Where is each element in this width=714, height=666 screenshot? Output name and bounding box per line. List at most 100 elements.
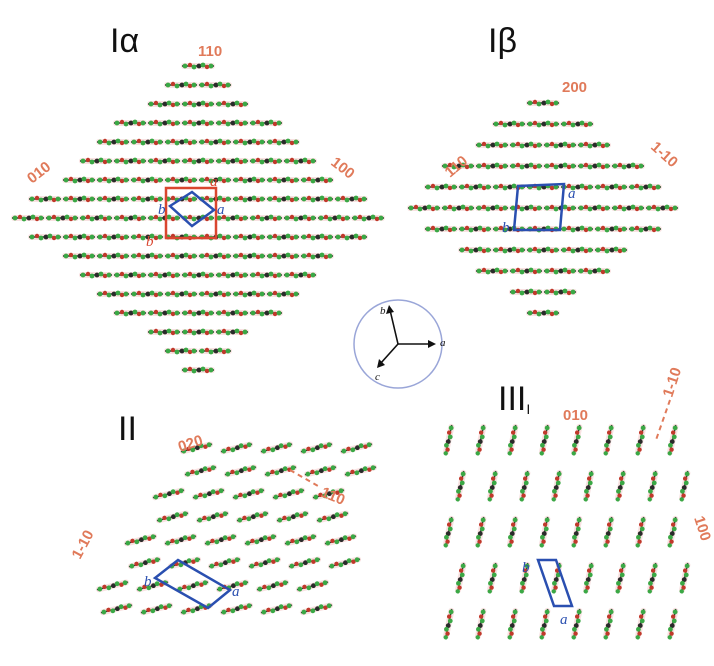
chain-molecule [508,203,544,213]
panel-ialpha: Iα 110 010 100 b a a b [10,22,386,375]
ibeta-chain-lattice [406,98,680,318]
chain-molecule [537,422,553,457]
chain-molecule [78,213,114,223]
chain-molecule [163,175,199,185]
chain-molecule [265,232,301,242]
axis-c-label: c [375,371,380,383]
chain-molecule [644,203,680,213]
axis-c-arrow-icon [377,359,385,368]
iii-blue-cell [536,558,574,608]
chain-molecule [505,422,521,457]
chain-molecule [95,137,131,147]
chain-molecule [214,99,250,109]
chain-molecule [593,245,629,255]
chain-molecule [134,577,171,594]
chain-molecule [314,508,351,525]
chain-molecule [218,600,255,617]
chain-molecule [231,194,267,204]
chain-molecule [234,508,271,525]
chain-molecule [525,98,561,108]
chain-molecule [61,194,97,204]
chain-molecule [95,232,131,242]
iii-plane-010: 010 [563,407,588,424]
chain-molecule [282,270,318,280]
chain-molecule [231,232,267,242]
chain-molecule [248,308,284,318]
iii-label-b: b [522,560,530,576]
chain-molecule [350,213,386,223]
chain-molecule [112,118,148,128]
chain-molecule [473,514,489,549]
ialpha-blue-cell [167,190,217,228]
chain-molecule [542,266,578,276]
chain-molecule [473,422,489,457]
chain-molecule [180,61,216,71]
chain-molecule [258,600,295,617]
chain-molecule [197,80,233,90]
chain-molecule [146,270,182,280]
chain-molecule [525,119,561,129]
chain-molecule [542,287,578,297]
axis-a-arrow-icon [428,340,436,348]
chain-molecule [27,194,63,204]
chain-molecule [593,182,629,192]
chain-molecule [633,606,649,641]
chain-molecule [254,577,291,594]
ialpha-label-red-b: b [146,234,154,250]
panel-iii: IIII 010 1-10 100 b a [441,365,714,641]
chain-molecule [265,175,301,185]
ialpha-chain-lattice [10,61,386,375]
chain-molecule [265,137,301,147]
panel-ibeta: Iβ 200 110 1-10 a b [406,22,681,318]
chain-molecule [423,182,459,192]
chain-molecule [474,161,510,171]
chain-molecule [129,137,165,147]
chain-molecule [508,266,544,276]
chain-molecule [569,514,585,549]
ialpha-label-b: b [158,202,166,218]
chain-molecule [231,289,267,299]
chain-molecule [242,531,279,548]
chain-molecule [542,161,578,171]
chain-molecule [231,251,267,261]
chain-molecule [645,468,661,503]
chain-molecule [265,194,301,204]
ii-label-a: a [232,584,240,600]
ialpha-label-a: a [217,202,225,218]
chain-molecule [44,213,80,223]
iii-plane-100: 100 [690,514,714,543]
chain-molecule [282,531,319,548]
ibeta-plane-200: 200 [562,79,587,96]
chain-molecule [61,175,97,185]
chain-molecule [457,224,493,234]
chain-molecule [665,514,681,549]
chain-molecule [190,485,227,502]
chain-molecule [248,270,284,280]
chain-molecule [231,175,267,185]
chain-molecule [214,156,250,166]
axis-b-arrow-icon [386,305,394,314]
chain-molecule [98,600,135,617]
chain-molecule [61,251,97,261]
chain-molecule [146,99,182,109]
chain-molecule [525,245,561,255]
ibeta-label-b: b [502,220,510,236]
chain-molecule [569,606,585,641]
chain-molecule [508,161,544,171]
chain-molecule [457,245,493,255]
chain-molecule [474,266,510,276]
chain-molecule [27,232,63,242]
chain-molecule [333,194,369,204]
chain-molecule [453,560,469,595]
chain-molecule [112,156,148,166]
panel-ii: II 020 110 1-10 b a [69,410,379,617]
chain-molecule [298,600,335,617]
ii-plane-1-10: 1-10 [69,527,98,561]
chain-molecule [146,327,182,337]
chain-molecule [342,462,379,479]
chain-molecule [569,422,585,457]
chain-molecule [610,161,646,171]
chain-molecule [218,439,255,456]
chain-molecule [677,468,693,503]
chain-molecule [94,577,131,594]
